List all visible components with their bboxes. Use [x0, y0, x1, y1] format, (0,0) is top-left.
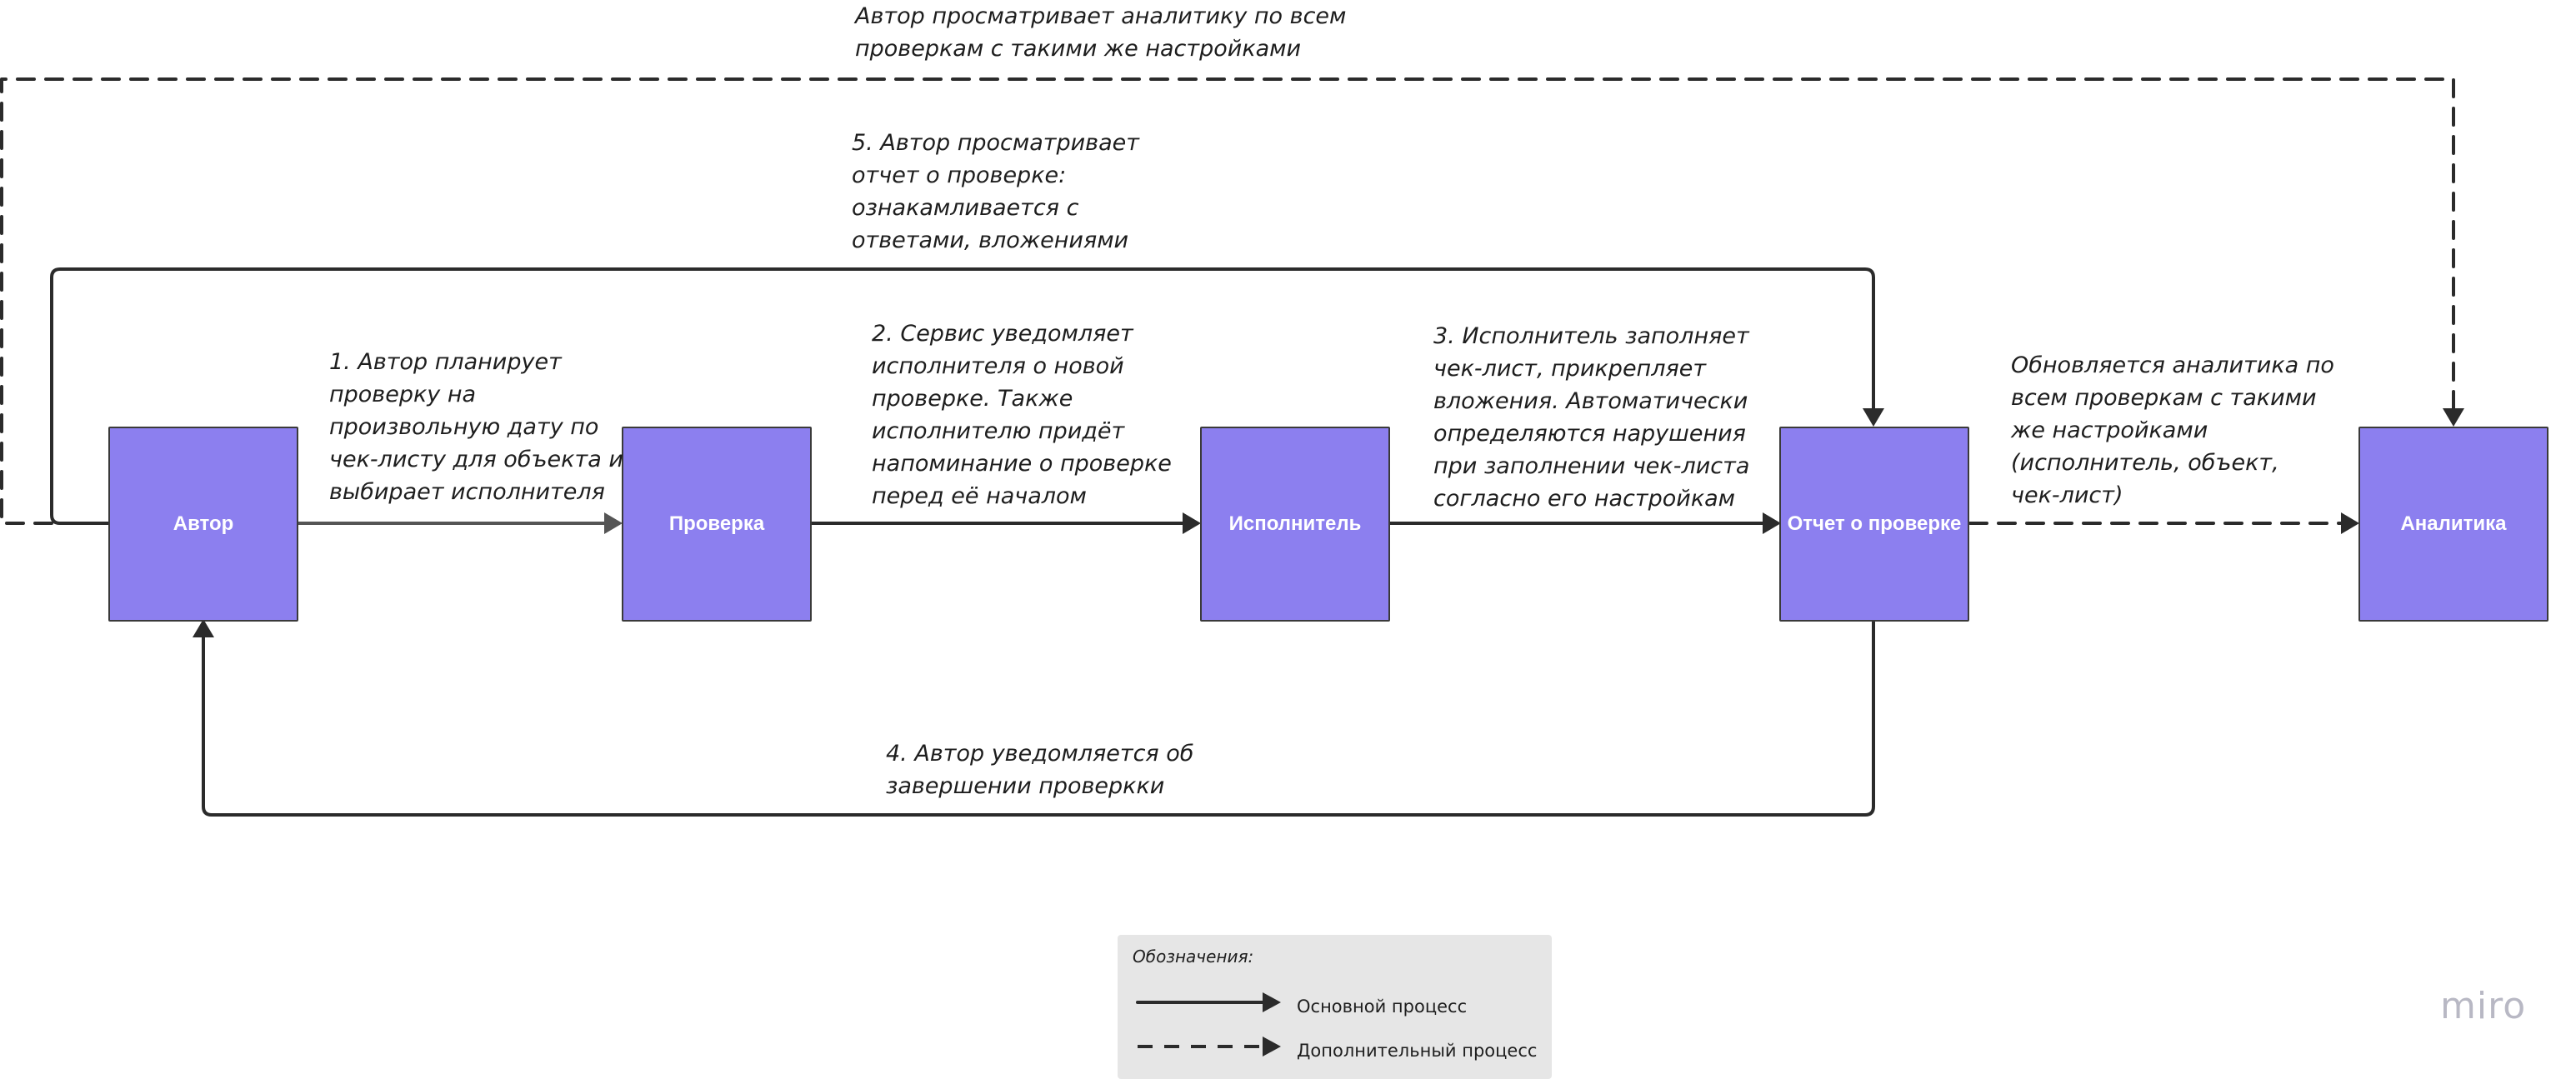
note-line: чек-лист) [2011, 482, 2123, 508]
connector-author-to-analytics-dashed [0, 77, 2455, 525]
note-line: Автор просматривает аналитику по всем [855, 3, 1347, 29]
note-line: проверку на [329, 382, 477, 407]
arrowhead-report-top [1863, 408, 1884, 427]
note-line: проверкам с такими же настройками [855, 36, 1302, 62]
arrowhead-analytics-left [2341, 512, 2359, 534]
note-line: определяются нарушения [1433, 421, 1746, 447]
note-line: ответами, вложениями [852, 227, 1129, 253]
note-line: ознакамливается с [852, 195, 1079, 221]
connector-step5-author-to-report [50, 267, 1875, 525]
arrowhead-author-bottom [193, 619, 214, 637]
note-line: исполнителю придёт [872, 418, 1125, 444]
legend-label-extra: Дополнительный процесс [1297, 1041, 1538, 1061]
note-step2: 2. Сервис уведомляет исполнителя о новой… [872, 317, 1172, 512]
connector-step4-report-to-author [202, 620, 1875, 817]
arrowhead-report-left [1763, 512, 1781, 534]
note-step3: 3. Исполнитель заполняет чек-лист, прикр… [1433, 320, 1749, 515]
legend-row-extra: Дополнительный процесс [1118, 1034, 1552, 1067]
note-line: Обновляется аналитика по [2011, 352, 2334, 378]
note-top: Автор просматривает аналитику по всем пр… [855, 0, 1346, 65]
note-line: чек-лист, прикрепляет [1433, 356, 1707, 382]
note-line: 2. Сервис уведомляет [872, 321, 1133, 347]
note-line: проверке. Также [872, 386, 1073, 412]
node-report[interactable]: Отчет о проверке [1779, 427, 1969, 622]
arrowhead-analytics-top [2443, 408, 2464, 427]
arrowhead-check [604, 512, 623, 534]
note-line: напоминание о проверке [872, 451, 1172, 477]
note-line: произвольную дату по [329, 414, 599, 440]
note-line: выбирает исполнителя [329, 479, 605, 505]
note-line: перед её началом [872, 483, 1087, 509]
note-line: 1. Автор планирует [329, 349, 562, 375]
note-line: чек-листу для объекта и [329, 447, 623, 472]
note-line: при заполнении чек-листа [1433, 453, 1750, 479]
note-line: вложения. Автоматически [1433, 388, 1748, 414]
arrowhead-executor [1183, 512, 1201, 534]
note-line: же настройками [2011, 417, 2208, 443]
note-line: 3. Исполнитель заполняет [1433, 323, 1749, 349]
note-line: всем проверкам с такими [2011, 385, 2317, 411]
note-step1: 1. Автор планирует проверку на произволь… [329, 346, 623, 508]
solid-arrow-icon [1136, 992, 1281, 1012]
node-executor[interactable]: Исполнитель [1200, 427, 1390, 622]
note-line: отчет о проверке: [852, 162, 1067, 188]
node-analytics[interactable]: Аналитика [2358, 427, 2548, 622]
note-line: 4. Автор уведомляется об [886, 741, 1194, 767]
note-line: исполнителя о новой [872, 353, 1124, 379]
legend: Обозначения: Основной процесс Дополнител… [1118, 935, 1552, 1079]
legend-title: Обозначения: [1133, 947, 1254, 967]
note-step4: 4. Автор уведомляется об завершении пров… [886, 737, 1193, 802]
legend-row-main: Основной процесс [1118, 990, 1552, 1023]
note-line: согласно его настройкам [1433, 486, 1736, 512]
miro-logo: miro [2440, 985, 2527, 1027]
note-line: 5. Автор просматривает [852, 130, 1139, 156]
node-author[interactable]: Автор [108, 427, 298, 622]
node-check[interactable]: Проверка [622, 427, 812, 622]
note-analytics-update: Обновляется аналитика по всем проверкам … [2011, 349, 2334, 512]
note-line: (исполнитель, объект, [2011, 450, 2279, 476]
note-step5: 5. Автор просматривает отчет о проверке:… [852, 127, 1139, 257]
dashed-arrow-icon [1138, 1037, 1281, 1057]
note-line: завершении проверкки [886, 773, 1165, 799]
legend-label-main: Основной процесс [1297, 997, 1468, 1017]
